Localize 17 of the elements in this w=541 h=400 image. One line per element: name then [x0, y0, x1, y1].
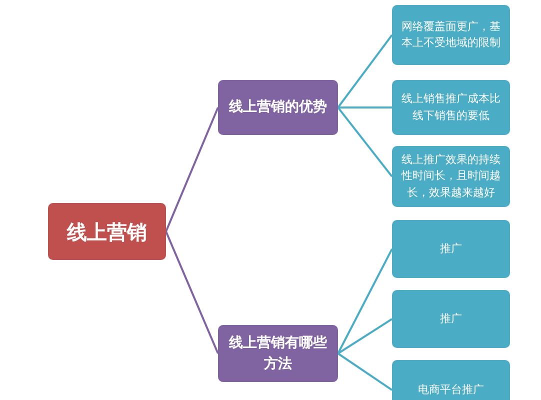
item-box: 推广 — [392, 290, 510, 348]
connector-line — [337, 34, 393, 108]
item-box: 电商平台推广 — [392, 360, 510, 400]
connector-line — [337, 352, 393, 391]
category-box: 线上营销的优势 — [218, 80, 338, 135]
item-box: 网络覆盖面更广，基本上不受地域的限制 — [392, 5, 510, 65]
connector-line — [337, 248, 393, 354]
connector-line — [165, 107, 219, 232]
connector-line — [337, 106, 393, 178]
connector-line — [337, 318, 393, 354]
item-box: 推广 — [392, 220, 510, 278]
item-box: 线上推广效果的持续性时间长，且时间越长，效果越来越好 — [392, 146, 510, 207]
category-box: 线上营销有哪些方法 — [218, 325, 338, 382]
item-box: 线上销售推广成本比线下销售的要低 — [392, 80, 510, 135]
connector-line — [165, 231, 219, 354]
root-box: 线上营销 — [48, 203, 166, 260]
connector-line — [338, 106, 392, 108]
